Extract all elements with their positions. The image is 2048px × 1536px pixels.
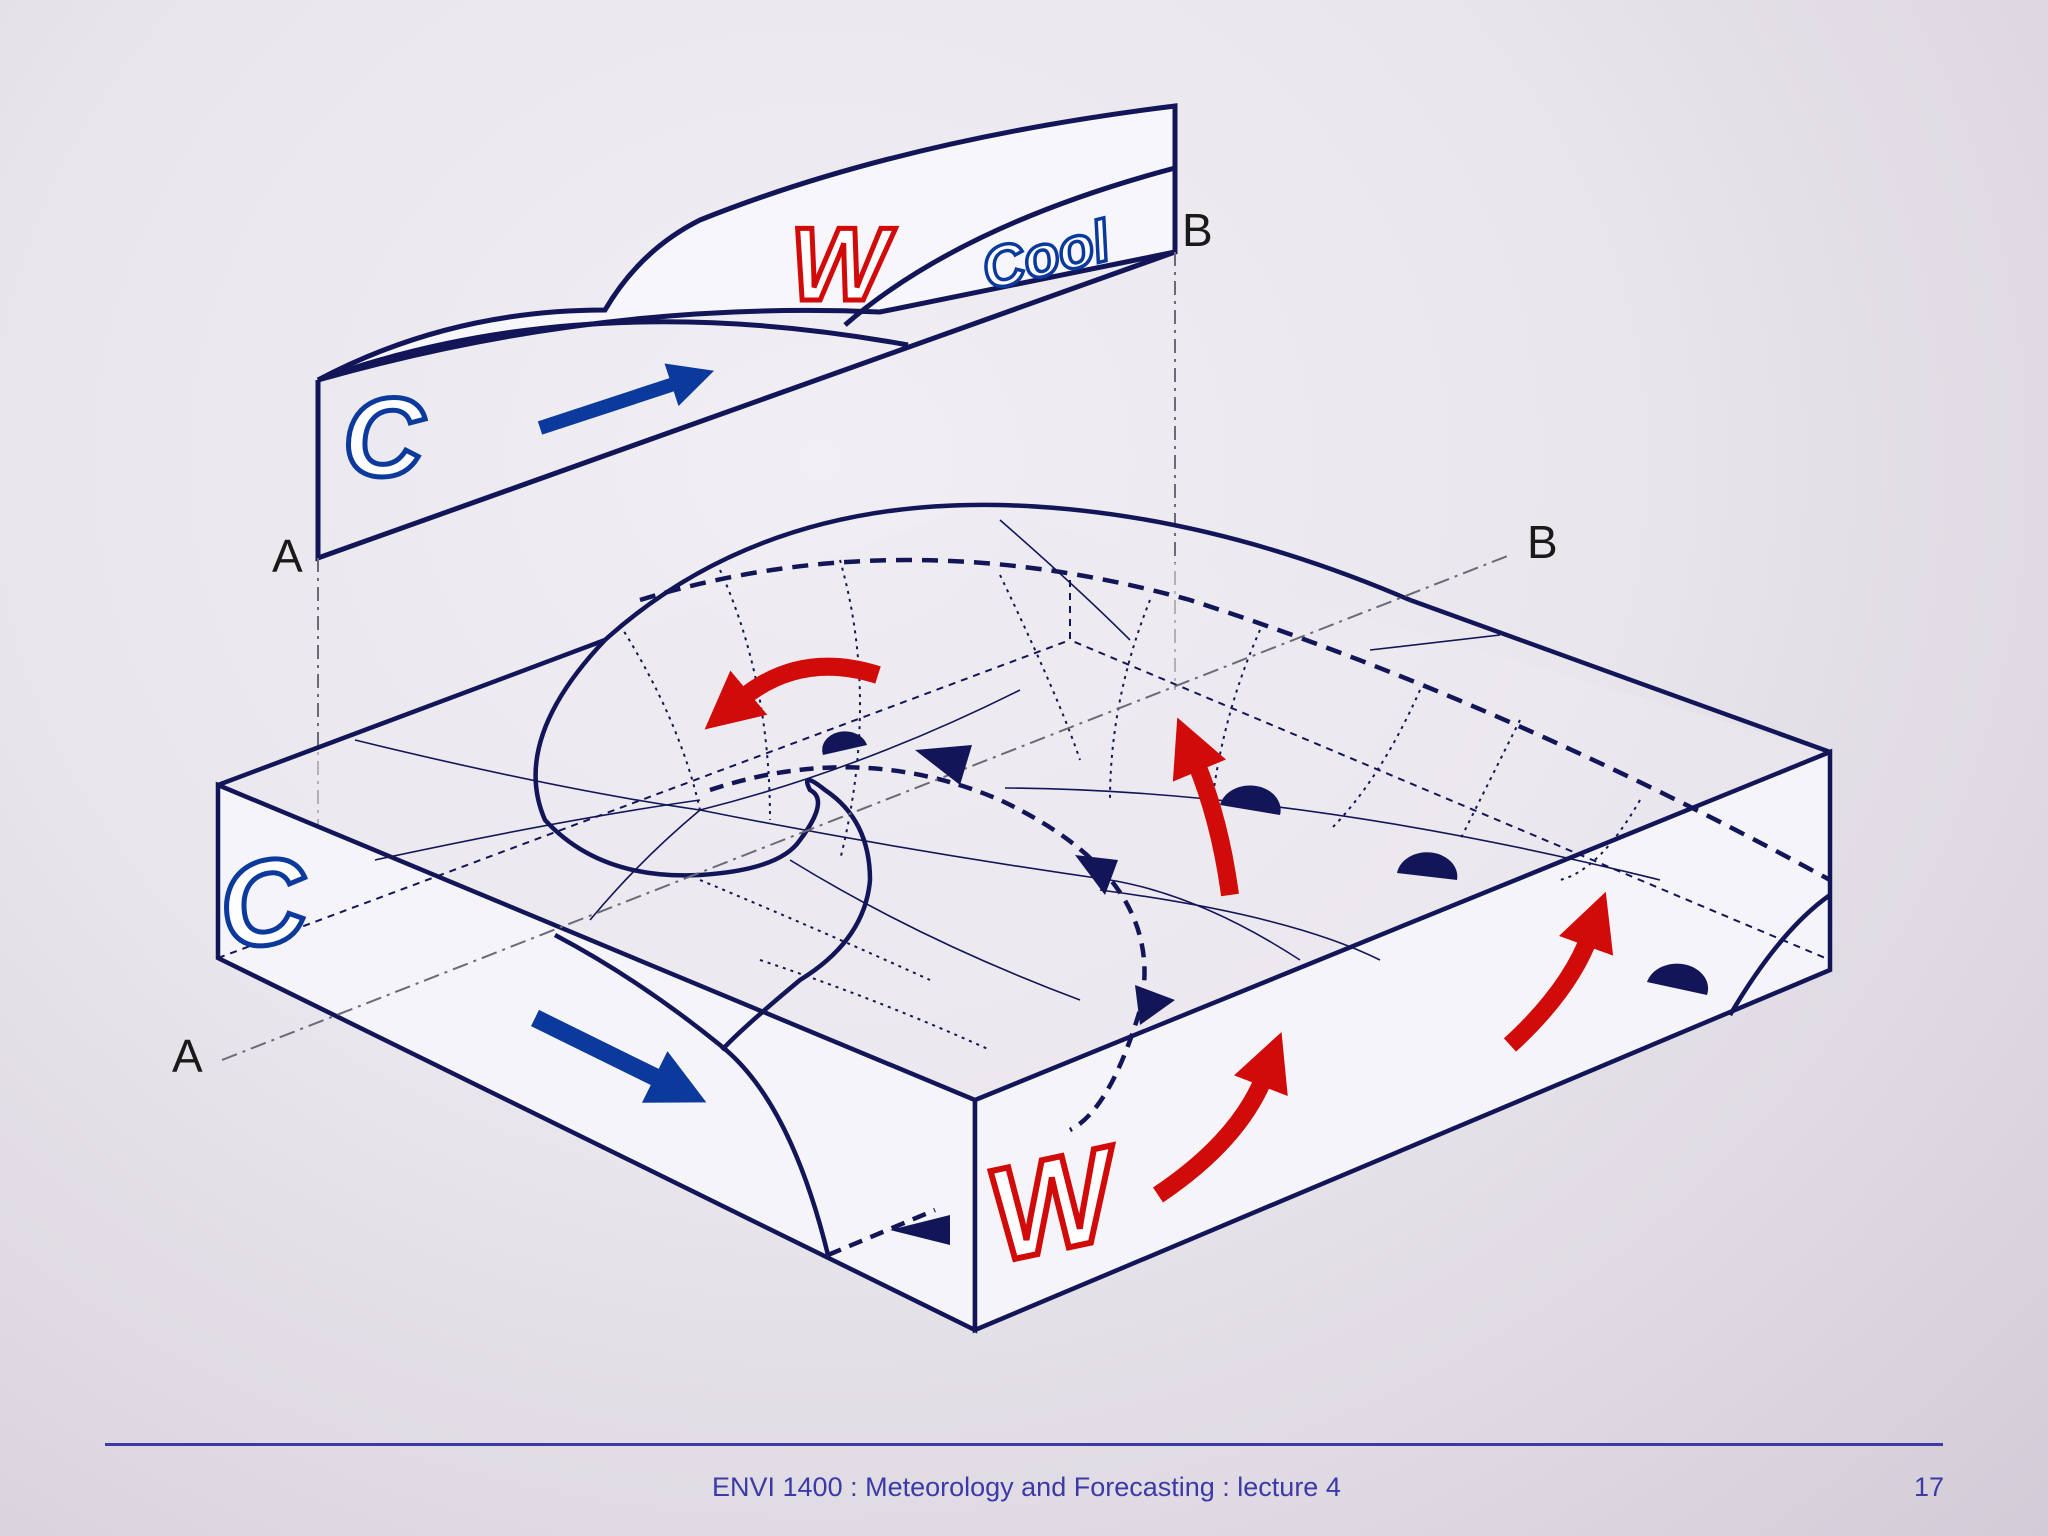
- cross-section-flow-arrow: [537, 363, 715, 435]
- footer-rule: [105, 1443, 1943, 1446]
- cross-section-cold-label: C: [343, 375, 426, 500]
- warm-front-symbols: [822, 731, 1709, 995]
- cold-front-dashed-lower: [827, 1207, 936, 1258]
- warm-arrow-center: [1172, 717, 1239, 897]
- block-cold-label: C: [211, 831, 318, 976]
- cold-wedge-profile: [553, 933, 831, 1256]
- warm-arrow-right: [1503, 891, 1614, 1052]
- footer-course-text: ENVI 1400 : Meteorology and Forecasting …: [712, 1472, 1341, 1502]
- cold-front-symbols: [890, 745, 1175, 1245]
- frontal-dome: [603, 502, 1411, 642]
- cold-arrow-block: [531, 1009, 707, 1103]
- block-hidden-edges: [217, 580, 1831, 961]
- upper-warm-front-dashed: [639, 557, 1832, 882]
- block-right-face: [972, 748, 1833, 1334]
- block-label-b: B: [1527, 516, 1558, 568]
- cyclone-block: A B C W: [172, 502, 1833, 1334]
- warm-sector-profile: [1728, 893, 1832, 1017]
- block-back-edge: [217, 597, 1831, 788]
- warm-arrow-front: [1152, 1031, 1288, 1203]
- occluded-cyclone-diagram: A B C W Cool: [172, 103, 1833, 1334]
- section-line-ab: [221, 554, 1511, 1061]
- cross-section-label-a: A: [272, 530, 303, 582]
- cross-section-outline: [316, 103, 1178, 383]
- cross-section-warm-label: W: [790, 207, 896, 323]
- cross-section-label-b: B: [1182, 204, 1213, 256]
- cold-front-surface-line: [843, 165, 1176, 327]
- warm-arrow-occlusion: [704, 657, 881, 730]
- block-label-a: A: [172, 1030, 203, 1082]
- cross-section-panel: A B C W Cool: [272, 103, 1213, 582]
- occlusion-spiral: [533, 638, 873, 1052]
- slide-number: 17: [1914, 1472, 1945, 1502]
- warm-front-surface-line: [317, 319, 909, 383]
